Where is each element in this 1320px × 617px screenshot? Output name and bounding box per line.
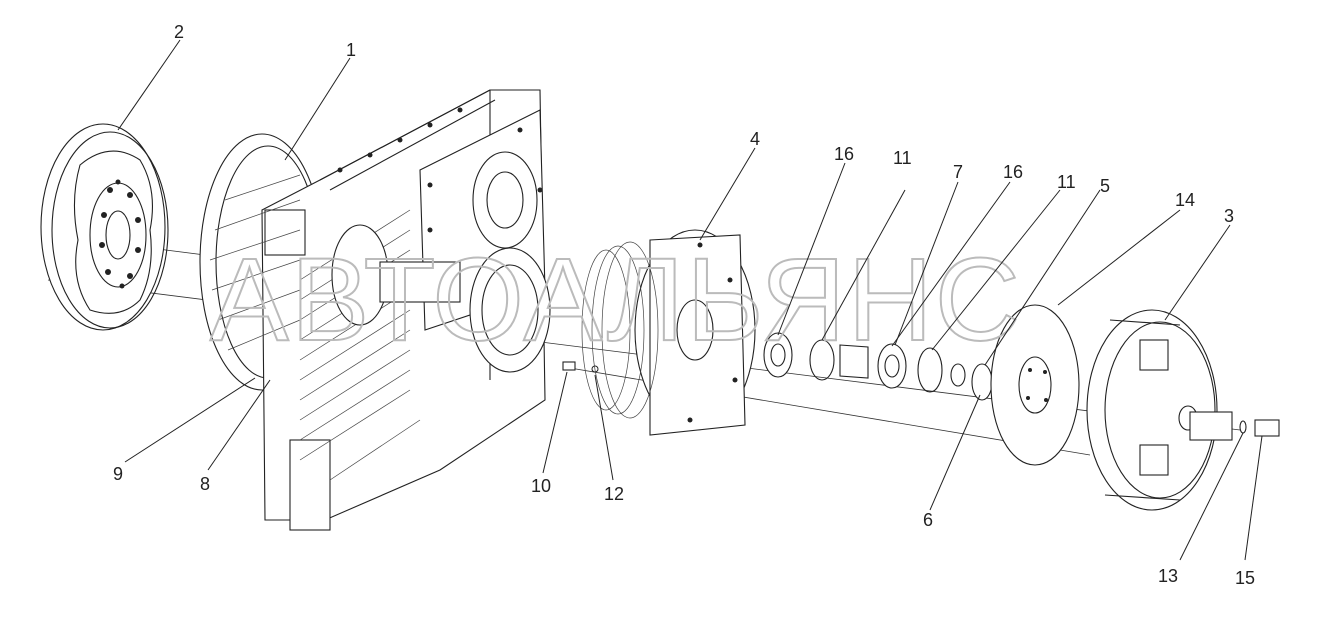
label-part-16-a: 16 bbox=[834, 144, 854, 164]
label-part-16-b: 16 bbox=[1003, 162, 1023, 182]
cover bbox=[1086, 309, 1233, 511]
label-part-6: 6 bbox=[923, 510, 933, 530]
label-part-11-a: 11 bbox=[893, 148, 912, 168]
label-part-8: 8 bbox=[200, 474, 210, 494]
label-part-15: 15 bbox=[1235, 568, 1255, 588]
label-part-14: 14 bbox=[1175, 190, 1195, 210]
label-part-10: 10 bbox=[531, 476, 551, 496]
label-part-13: 13 bbox=[1158, 566, 1178, 586]
label-part-3: 3 bbox=[1224, 206, 1234, 226]
pulley bbox=[581, 229, 756, 436]
label-part-9: 9 bbox=[113, 464, 123, 484]
flywheel-plate bbox=[40, 123, 169, 331]
gearbox-housing bbox=[199, 89, 551, 531]
label-part-1: 1 bbox=[346, 40, 356, 60]
leader-lines bbox=[117, 39, 1263, 561]
plug-assembly bbox=[1239, 419, 1280, 437]
label-part-7: 7 bbox=[953, 162, 963, 182]
part-labels: 2 1 3 4 5 6 7 8 9 10 11 11 12 13 14 15 1… bbox=[113, 22, 1255, 588]
label-part-11-b: 11 bbox=[1057, 172, 1076, 192]
bearing-set bbox=[763, 332, 993, 401]
label-part-2: 2 bbox=[174, 22, 184, 42]
disc bbox=[990, 304, 1080, 466]
label-part-5: 5 bbox=[1100, 176, 1110, 196]
label-part-4: 4 bbox=[750, 129, 760, 149]
watermark: АВТОАЛЬЯНС bbox=[210, 234, 1022, 366]
label-part-12: 12 bbox=[604, 484, 624, 504]
